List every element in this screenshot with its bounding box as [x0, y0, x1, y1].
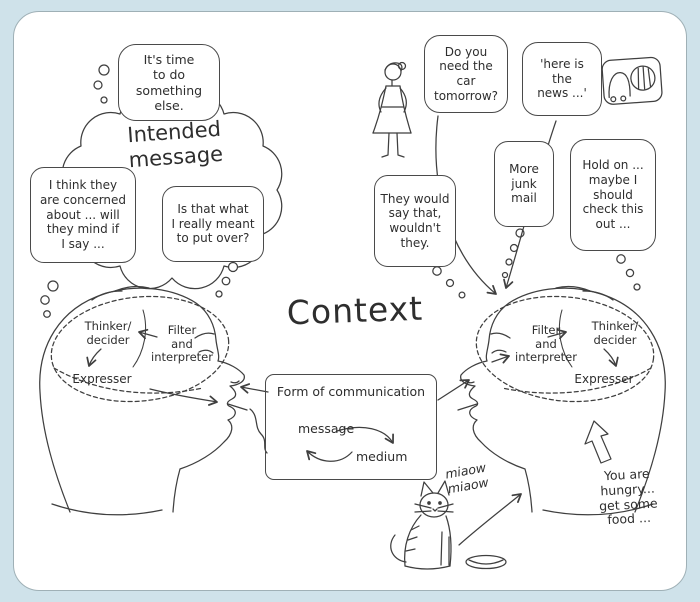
sender-expresser-label: Expresser — [72, 372, 132, 386]
arrow-face-to-filter — [491, 353, 510, 364]
receiver-filter-label: Filter and interpreter — [515, 323, 577, 365]
hair-strokes — [555, 285, 614, 301]
arrow-thinker-to-expresser — [603, 348, 619, 367]
shoulder-line — [51, 503, 163, 516]
arrow-box-to-receiver — [437, 379, 470, 401]
thought-trail-cloud-to-head — [40, 280, 59, 318]
thought-trail-they-would — [432, 266, 466, 299]
communication-arrows — [240, 379, 470, 462]
thinker-filter-divider — [558, 309, 573, 368]
hollow-arrow-up — [584, 420, 612, 464]
nostril — [230, 380, 240, 384]
arrow-thinker-to-expresser — [86, 348, 102, 367]
brain-region-outline — [475, 295, 655, 403]
medium-label: medium — [356, 449, 408, 464]
speech-squiggle — [249, 408, 268, 454]
sender-thinker-label: Thinker/ decider — [84, 319, 132, 347]
intended-message-label: Intended message — [126, 116, 224, 172]
eyebrow — [194, 332, 215, 339]
arrow-filter-to-thinker — [138, 328, 158, 340]
standing-woman-icon — [372, 61, 412, 158]
hair-strokes — [91, 285, 150, 301]
sender-filter-label: Filter and interpreter — [151, 323, 213, 365]
receiver-thinker-label: Thinker/ decider — [591, 319, 639, 347]
form-box-title: Form of communication — [276, 384, 426, 399]
mouth — [457, 403, 478, 411]
form-of-communication-box: Form of communication message medium — [265, 374, 437, 480]
sender-profile-head — [39, 285, 248, 516]
arrow-message-to-medium — [336, 426, 394, 444]
thought-trail-meant — [215, 261, 239, 298]
expresser-divider — [53, 367, 204, 394]
thought-bubble-time: It's time to do something else. — [118, 44, 220, 121]
receiver-expresser-label: Expresser — [574, 372, 634, 386]
food-bowl-icon — [465, 554, 507, 570]
message-label: message — [298, 421, 355, 436]
thought-trail-time — [93, 64, 110, 104]
expresser-divider — [501, 367, 652, 394]
speech-bubble-news: 'here is the news ...' — [522, 42, 602, 116]
eye — [198, 349, 214, 354]
arrow-medium-to-message — [306, 450, 353, 462]
thought-trail-hold-on — [616, 254, 641, 291]
eye — [491, 349, 507, 354]
receiver-profile-head — [457, 285, 666, 516]
speech-bubble-car: Do you need the car tomorrow? — [424, 35, 508, 113]
thought-bubble-meant: Is that what I really meant to put over? — [162, 186, 264, 262]
mouth — [227, 403, 248, 411]
arrow-cat-to-head — [458, 493, 522, 546]
cat-icon — [390, 480, 454, 570]
thought-bubble-concerned: I think they are concerned about ... wil… — [30, 167, 136, 263]
brain-region-outline — [50, 295, 230, 403]
thought-bubble-they-would: They would say that, wouldn't they. — [374, 175, 456, 267]
context-title: Context — [286, 288, 424, 333]
thinker-filter-divider — [132, 309, 147, 368]
radio-icon — [601, 56, 663, 105]
eyebrow — [490, 332, 511, 339]
thought-bubble-junk-mail: More junk mail — [494, 141, 554, 227]
thought-bubble-hold-on: Hold on ... maybe I should check this ou… — [570, 139, 656, 251]
arrow-box-to-sender-mouth — [240, 383, 269, 394]
hungry-thought-label: You are hungry... get some food ... — [598, 465, 658, 528]
arrow-expresser-to-mouth — [149, 388, 218, 406]
shoulder-line — [542, 503, 654, 516]
arrow-filter-to-thinker — [547, 328, 567, 340]
